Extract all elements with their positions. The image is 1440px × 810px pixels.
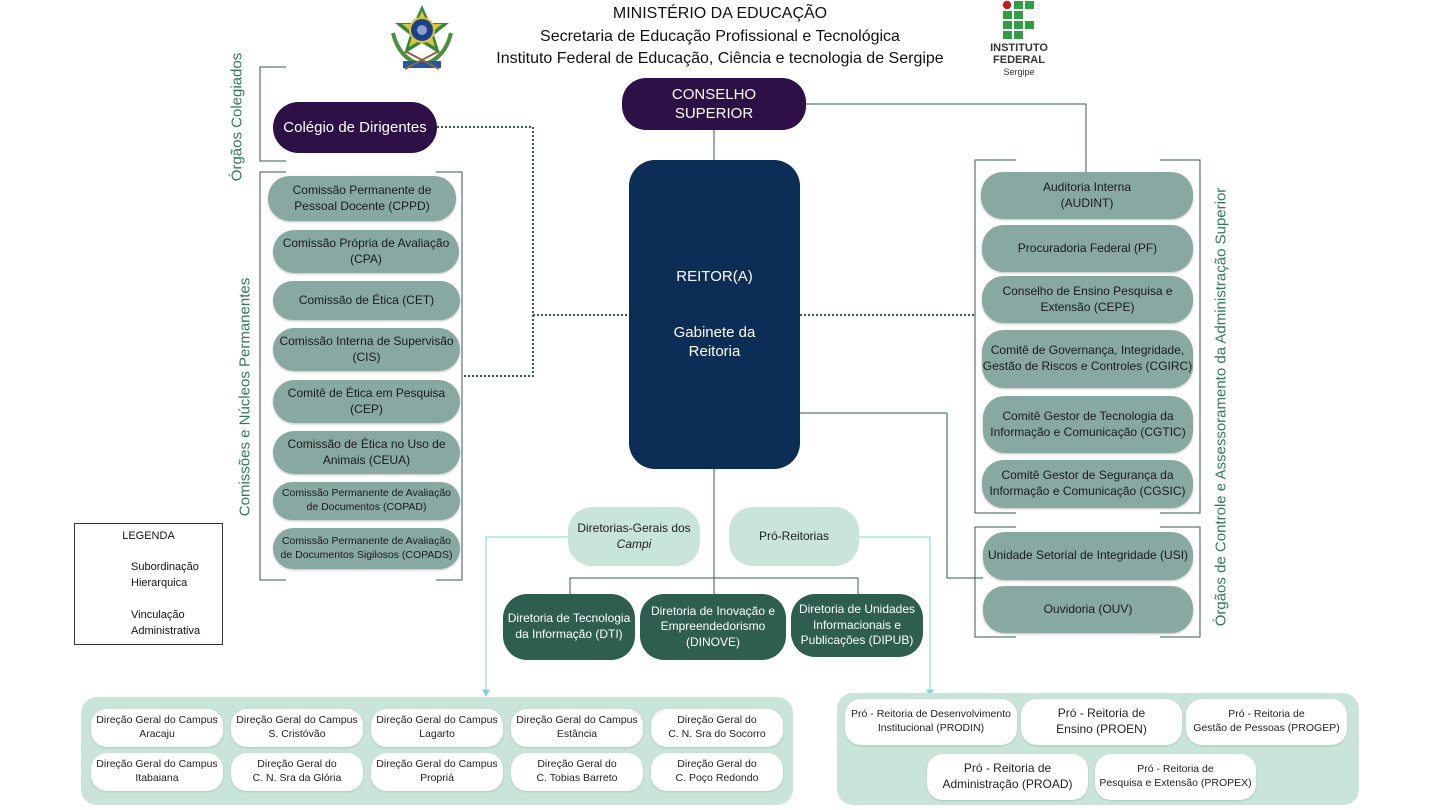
pro-reitoria-prodin[interactable]: Pró - Reitoria de Desenvolvimento Instit… xyxy=(845,699,1017,745)
campus-tobias-barreto[interactable]: Direção Geral do C. Tobias Barreto xyxy=(511,753,643,791)
reitor-box[interactable]: REITOR(A) Gabinete da Reitoria xyxy=(629,160,800,469)
if-logo-line3: Sergipe xyxy=(1003,67,1035,77)
campus-label: Direção Geral do Campus S. Cristóvão xyxy=(236,714,358,740)
comissao-label: Comissão Própria de Avaliação (CPA) xyxy=(282,235,450,266)
colegio-dirigentes-label: Colégio de Dirigentes xyxy=(283,118,427,136)
campus-label: Direção Geral do Campus Estância xyxy=(516,714,638,740)
comissao-copads[interactable]: Comissão Permanente de Avaliação de Docu… xyxy=(273,528,460,569)
controle-label: Comitê de Governança, Integridade, Gestã… xyxy=(982,343,1193,373)
controle-label: Comitê Gestor de Segurança da Informação… xyxy=(989,468,1186,498)
controle-usi[interactable]: Unidade Setorial de Integridade (USI) xyxy=(983,532,1193,580)
campus-label: Direção Geral do C. Tobias Barreto xyxy=(536,758,618,784)
label-orgaos-colegiados: Órgãos Colegiados xyxy=(228,52,246,182)
controle-label: Auditoria Interna (AUDINT) xyxy=(1042,179,1132,210)
comissao-cis[interactable]: Comissão Interna de Supervisão (CIS) xyxy=(273,328,460,371)
comissao-label: Comissão Permanente de Pessoal Docente (… xyxy=(292,182,432,213)
campus-label: Direção Geral do Campus Propriá xyxy=(376,758,498,784)
pro-reitoria-label: Pró - Reitoria de Gestão de Pessoas (PRO… xyxy=(1193,708,1340,734)
campus-poco-redondo[interactable]: Direção Geral do C. Poço Redondo xyxy=(651,753,783,791)
legend-title: LEGENDA xyxy=(122,530,175,542)
comissao-label: Comissão Interna de Supervisão (CIS) xyxy=(279,333,454,364)
comissao-label: Comissão de Ética (CET) xyxy=(298,292,435,307)
pro-reitoria-propex[interactable]: Pró - Reitoria de Pesquisa e Extensão (P… xyxy=(1095,754,1256,800)
pro-reitoria-progep[interactable]: Pró - Reitoria de Gestão de Pessoas (PRO… xyxy=(1186,699,1347,745)
conselho-superior-label: CONSELHO SUPERIOR xyxy=(671,85,757,123)
comissao-label: Comitê de Ética em Pesquisa (CEP) xyxy=(287,385,446,416)
header-ministerio: MINISTÉRIO DA EDUCAÇÃO xyxy=(612,5,828,22)
controle-audint[interactable]: Auditoria Interna (AUDINT) xyxy=(981,172,1193,219)
pro-reitorias-label: Pró-Reitorias xyxy=(758,528,830,543)
comissao-label: Comissão Permanente de Avaliação de Docu… xyxy=(281,487,452,513)
if-logo-line1: INSTITUTO xyxy=(990,42,1048,54)
campus-estancia[interactable]: Direção Geral do Campus Estância xyxy=(511,709,643,747)
brazil-coat-of-arms-icon xyxy=(391,5,453,70)
controle-cgirc[interactable]: Comitê de Governança, Integridade, Gestã… xyxy=(982,330,1193,388)
campus-label: Direção Geral do C. Poço Redondo xyxy=(675,758,759,784)
comissao-copad[interactable]: Comissão Permanente de Avaliação de Docu… xyxy=(273,482,460,520)
if-logo-line2: FEDERAL xyxy=(993,54,1045,66)
comissao-cppd[interactable]: Comissão Permanente de Pessoal Docente (… xyxy=(268,176,456,221)
diretoria-label: Diretoria de Unidades Informacionais e P… xyxy=(798,602,916,648)
campus-sao-cristovao[interactable]: Direção Geral do Campus S. Cristóvão xyxy=(231,709,363,747)
controle-ouv[interactable]: Ouvidoria (OUV) xyxy=(983,586,1193,633)
campus-label: Direção Geral do Campus Aracaju xyxy=(96,714,218,740)
campus-label: Direção Geral do C. N. Sra do Socorro xyxy=(668,714,766,740)
controle-label: Unidade Setorial de Integridade (USI) xyxy=(987,548,1189,563)
campus-aracaju[interactable]: Direção Geral do Campus Aracaju xyxy=(91,709,223,747)
comissao-label: Comissão Permanente de Avaliação de Docu… xyxy=(280,534,453,561)
if-logo-grid-icon xyxy=(1002,0,1034,39)
controle-cgtic[interactable]: Comitê Gestor de Tecnologia da Informaçã… xyxy=(983,396,1193,453)
header-secretaria: Secretaria de Educação Profissional e Te… xyxy=(540,28,900,45)
colegio-dirigentes-box[interactable]: Colégio de Dirigentes xyxy=(273,102,437,153)
campus-lagarto[interactable]: Direção Geral do Campus Lagarto xyxy=(371,709,503,747)
diretoria-label: Diretoria de Inovação e Empreendedorismo… xyxy=(650,603,776,649)
comissao-cpa[interactable]: Comissão Própria de Avaliação (CPA) xyxy=(273,230,459,273)
comite-cep[interactable]: Comitê de Ética em Pesquisa (CEP) xyxy=(273,380,460,423)
campus-label: Direção Geral do Campus Lagarto xyxy=(376,714,498,740)
label-controle: Órgãos de Controle e Assessoramento da A… xyxy=(1212,187,1230,627)
controle-label: Procuradoria Federal (PF) xyxy=(1017,240,1158,255)
campus-label: Direção Geral do C. N. Sra da Glória xyxy=(252,758,342,784)
pro-reitoria-label: Pró - Reitoria de Ensino (PROEN) xyxy=(1056,706,1147,736)
controle-label: Conselho de Ensino Pesquisa e Extensão (… xyxy=(1002,283,1173,314)
legend-dotted-label: Vinculação Administrativa xyxy=(131,609,201,637)
campus-itabaiana[interactable]: Direção Geral do Campus Itabaiana xyxy=(91,753,223,791)
controle-cepe[interactable]: Conselho de Ensino Pesquisa e Extensão (… xyxy=(982,276,1193,323)
campus-socorro[interactable]: Direção Geral do C. N. Sra do Socorro xyxy=(651,709,783,747)
diretoria-dinove[interactable]: Diretoria de Inovação e Empreendedorismo… xyxy=(640,594,786,660)
pro-reitoria-label: Pró - Reitoria de Desenvolvimento Instit… xyxy=(851,708,1011,734)
header-instituto: Instituto Federal de Educação, Ciência e… xyxy=(496,50,944,67)
pro-reitorias-box[interactable]: Pró-Reitorias xyxy=(729,507,859,566)
label-comissoes: Comissões e Núcleos Permanentes xyxy=(236,277,254,517)
pro-reitoria-label: Pró - Reitoria de Pesquisa e Extensão (P… xyxy=(1099,763,1252,789)
diretorias-gerais-line2: Campi xyxy=(616,536,652,551)
reitor-title: REITOR(A) xyxy=(676,268,753,286)
campus-propria[interactable]: Direção Geral do Campus Propriá xyxy=(371,753,503,791)
diretorias-gerais-box[interactable]: Diretorias-Gerais dos Campi xyxy=(568,507,700,566)
diretoria-dti[interactable]: Diretoria de Tecnologia da Informação (D… xyxy=(503,594,635,660)
controle-label: Ouvidoria (OUV) xyxy=(1043,601,1133,616)
conselho-superior-box[interactable]: CONSELHO SUPERIOR xyxy=(622,78,806,130)
legend-box: LEGENDA Subordinação Hierarquica Vincula… xyxy=(74,523,223,645)
diretorias-gerais-line1: Diretorias-Gerais dos xyxy=(577,520,691,535)
legend-solid-label: Subordinação Hierarquica xyxy=(131,561,199,589)
campus-gloria[interactable]: Direção Geral do C. N. Sra da Glória xyxy=(231,753,363,791)
reitor-subtitle: Gabinete da Reitoria xyxy=(673,323,756,361)
comissao-cet[interactable]: Comissão de Ética (CET) xyxy=(273,281,460,320)
diretoria-label: Diretoria de Tecnologia da Informação (D… xyxy=(507,611,631,641)
diretoria-dipub[interactable]: Diretoria de Unidades Informacionais e P… xyxy=(791,594,923,657)
comissao-ceua[interactable]: Comissão de Ética no Uso de Animais (CEU… xyxy=(273,431,460,474)
comissao-label: Comissão de Ética no Uso de Animais (CEU… xyxy=(287,436,446,467)
pro-reitoria-label: Pró - Reitoria de Administração (PROAD) xyxy=(942,761,1073,791)
controle-label: Comitê Gestor de Tecnologia da Informaçã… xyxy=(990,408,1186,439)
pro-reitoria-proad[interactable]: Pró - Reitoria de Administração (PROAD) xyxy=(927,754,1088,800)
instituto-federal-logo: INSTITUTO FEDERAL Sergipe xyxy=(986,0,1052,80)
pro-reitoria-proen[interactable]: Pró - Reitoria de Ensino (PROEN) xyxy=(1021,699,1182,745)
campus-label: Direção Geral do Campus Itabaiana xyxy=(96,758,218,784)
controle-cgsic[interactable]: Comitê Gestor de Segurança da Informação… xyxy=(982,460,1193,508)
controle-pf[interactable]: Procuradoria Federal (PF) xyxy=(982,225,1193,272)
